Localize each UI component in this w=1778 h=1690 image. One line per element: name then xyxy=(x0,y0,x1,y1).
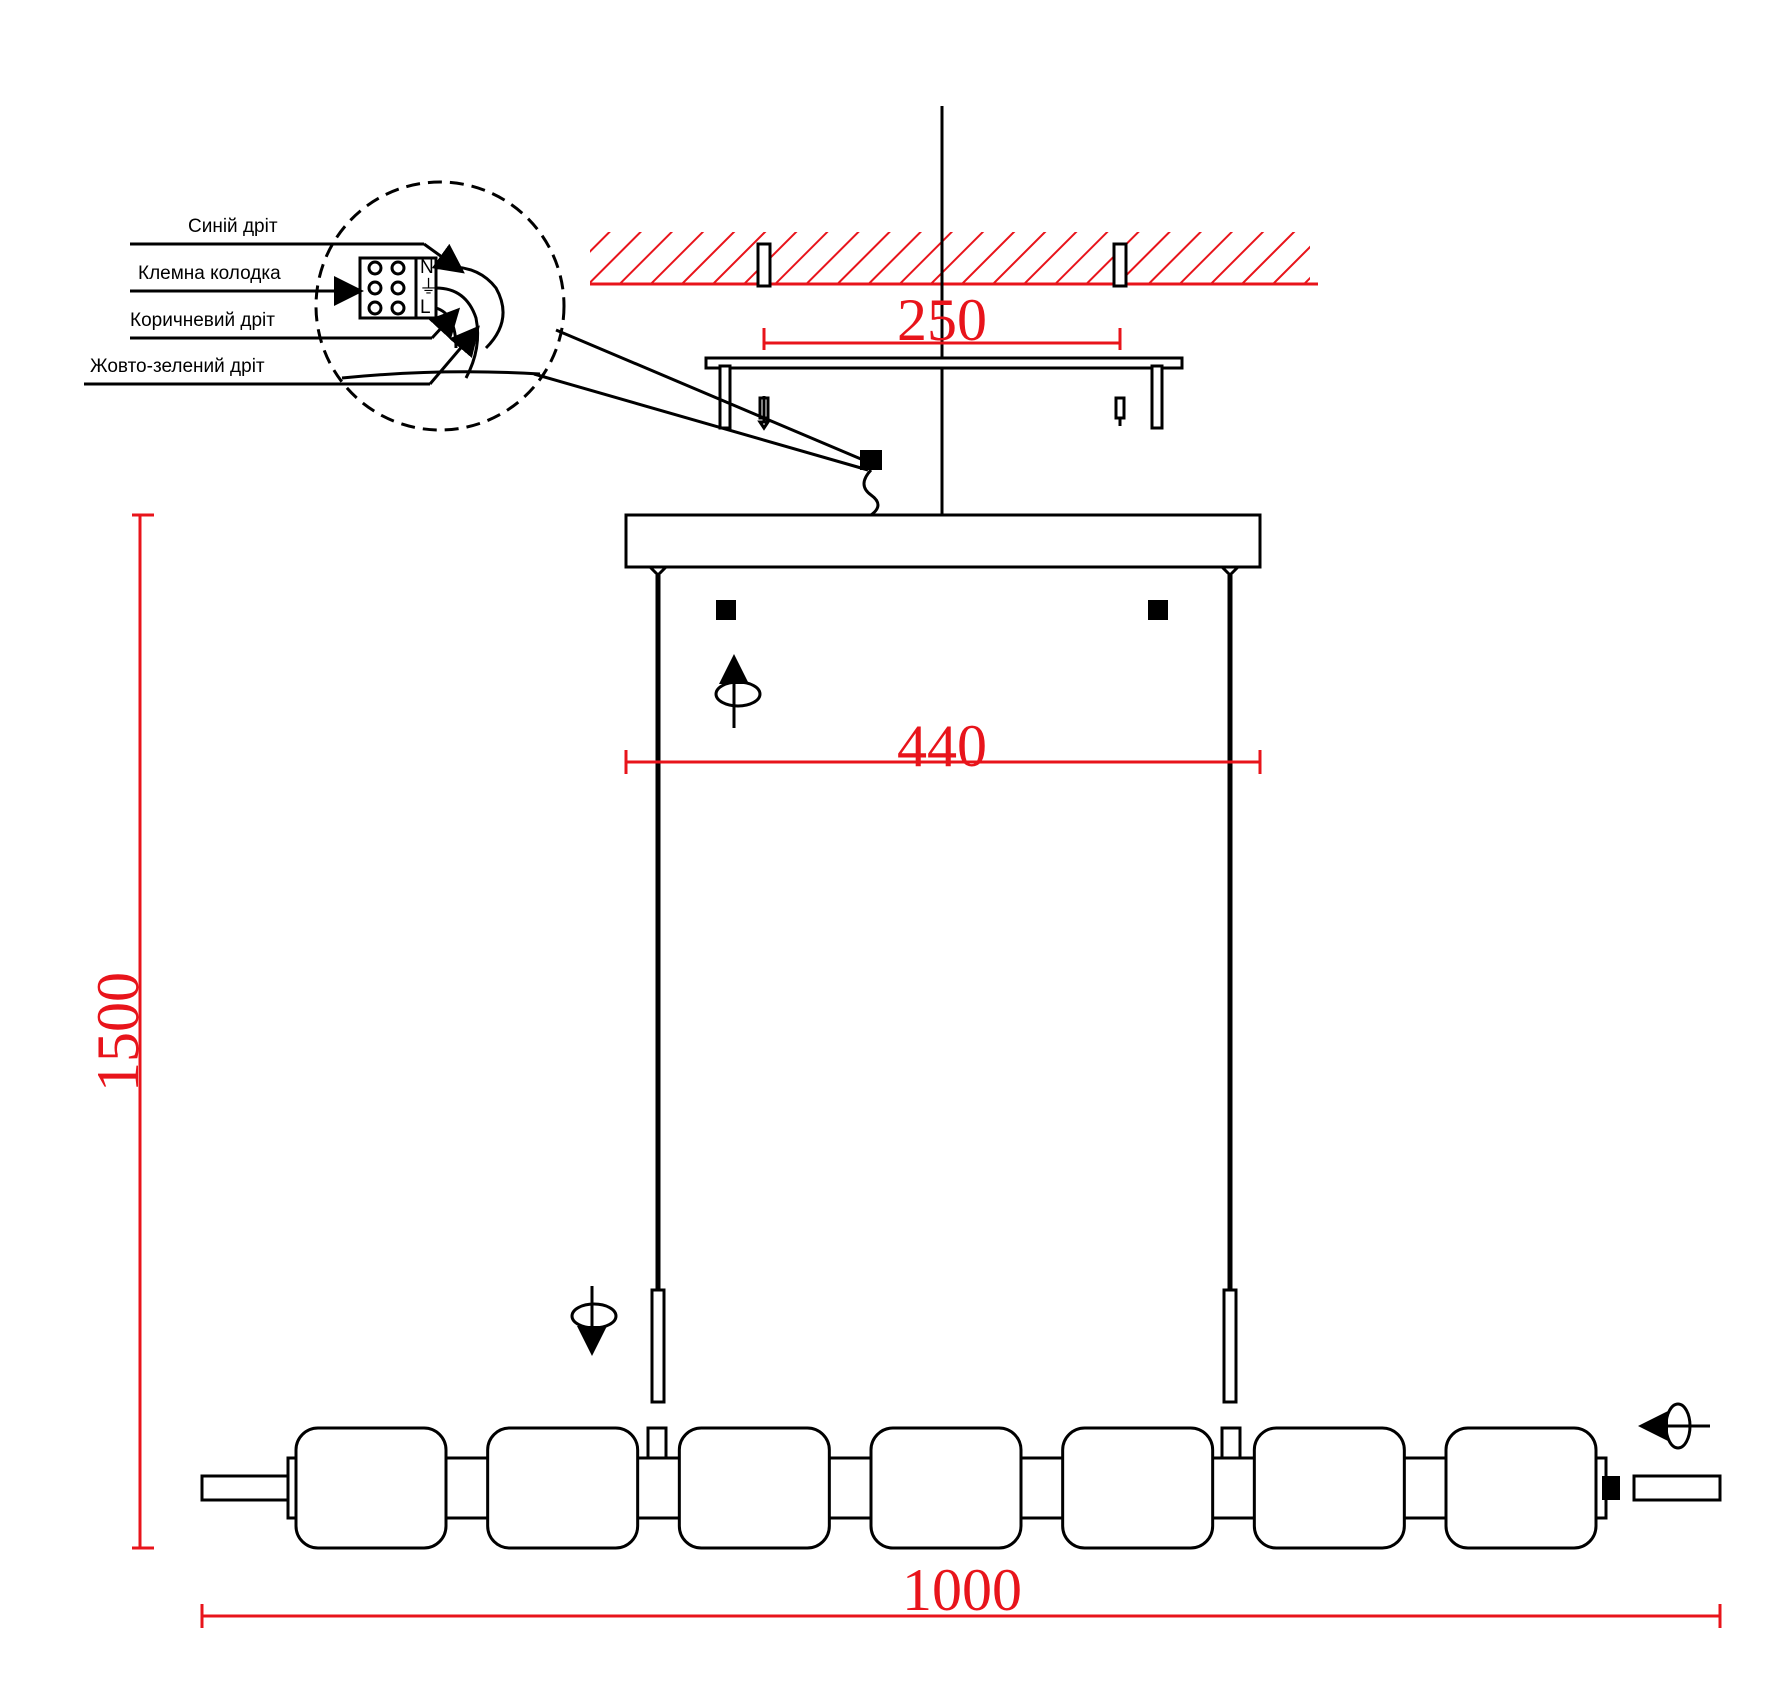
lamp-shade xyxy=(1252,1426,1406,1550)
terminal-mark-l: L xyxy=(420,297,431,318)
lamp-shade xyxy=(1444,1426,1598,1550)
ceiling-anchors xyxy=(756,242,1128,288)
dimension-1500: 1500 xyxy=(85,513,154,1550)
canopy-screw-right xyxy=(1148,600,1168,620)
label-brown-wire: Коричневий дріт xyxy=(130,310,275,331)
mounting-bracket xyxy=(704,356,1184,430)
end-connector xyxy=(1602,1476,1620,1500)
canopy xyxy=(624,513,1262,569)
dimension-250: 250 xyxy=(762,287,1122,353)
label-blue-wire: Синій дріт xyxy=(188,216,278,237)
dimension-440: 440 xyxy=(624,713,1262,779)
wiring-detail: N ⏚ L Синій дріт Клемна колодка Коричнев… xyxy=(84,180,869,472)
dimension-1000: 1000 xyxy=(200,1557,1722,1628)
wire-connector xyxy=(860,450,882,517)
terminal-mark-n: N xyxy=(420,257,434,278)
terminal-block: N ⏚ L xyxy=(358,256,438,320)
lamp-shade xyxy=(294,1426,448,1550)
end-cap-left xyxy=(200,1474,290,1502)
dimension-250-label: 250 xyxy=(897,287,987,353)
rotate-left-icon xyxy=(1638,1402,1710,1450)
rail-mount-left xyxy=(646,1426,668,1460)
dimension-1500-label: 1500 xyxy=(85,972,151,1092)
dimension-1000-label: 1000 xyxy=(902,1557,1022,1623)
dimension-440-label: 440 xyxy=(897,713,987,779)
label-yellow-green-wire: Жовто-зелений дріт xyxy=(90,356,265,377)
rail-mount-right xyxy=(1220,1426,1242,1460)
lamp-body xyxy=(200,1426,1722,1550)
ceiling xyxy=(590,232,1318,286)
lamp-shade xyxy=(486,1426,640,1550)
lamp-shade xyxy=(677,1426,831,1550)
suspension-wires xyxy=(648,565,1240,1404)
rotate-up-icon xyxy=(714,654,762,728)
lamp-shade xyxy=(1061,1426,1215,1550)
lamp-shade xyxy=(869,1426,1023,1550)
label-terminal-block: Клемна колодка xyxy=(138,263,281,284)
terminal-mark-earth: ⏚ xyxy=(419,277,438,298)
canopy-screw-left xyxy=(716,600,736,620)
rotate-down-icon xyxy=(570,1286,618,1356)
end-cap-right xyxy=(1632,1474,1722,1502)
